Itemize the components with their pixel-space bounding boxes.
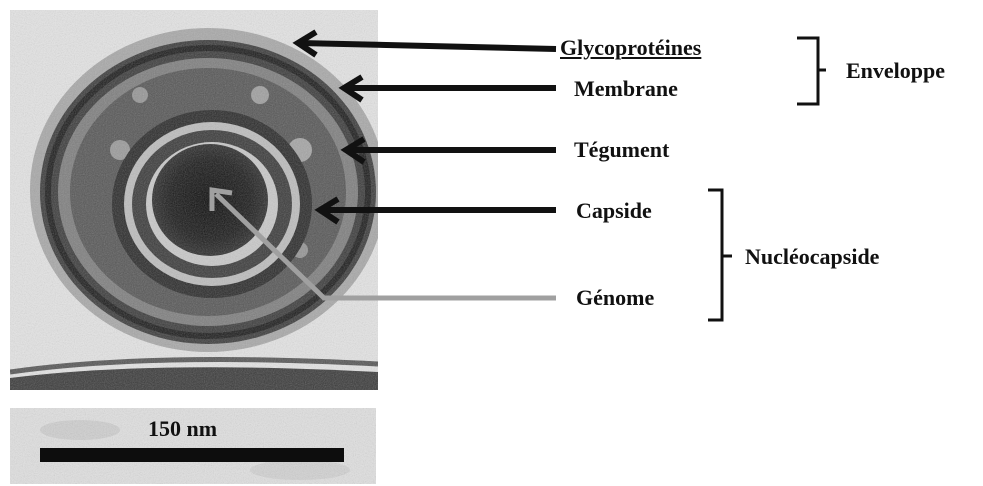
scale-bar-label: 150 nm — [148, 418, 217, 440]
label-glycoproteines: Glycoprotéines — [560, 37, 701, 59]
group-brackets — [708, 38, 826, 320]
group-label-nucleocapside: Nucléocapside — [745, 246, 879, 268]
label-capside: Capside — [576, 200, 652, 222]
group-label-enveloppe: Enveloppe — [846, 60, 945, 82]
label-membrane: Membrane — [574, 78, 678, 100]
scale-bar — [40, 448, 344, 462]
bracket-enveloppe — [797, 38, 826, 104]
label-tegument: Tégument — [574, 139, 669, 161]
bracket-nucleocapside — [708, 190, 732, 320]
label-genome: Génome — [576, 287, 654, 309]
